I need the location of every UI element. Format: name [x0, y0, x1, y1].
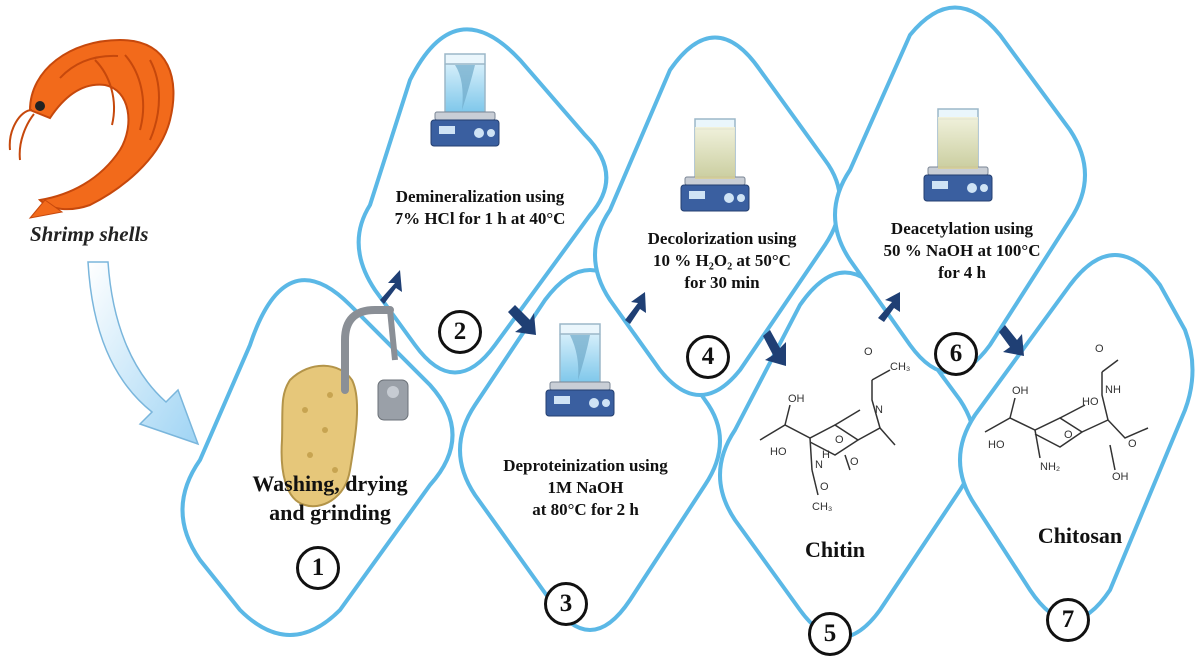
step-5-line-1: Chitin	[805, 537, 865, 562]
step-6-line-3: for 4 h	[938, 263, 986, 283]
flow-arrows	[380, 270, 1024, 366]
svg-text:OH: OH	[1112, 471, 1129, 483]
svg-text:HO: HO	[1082, 396, 1099, 408]
step-5-number: 5	[808, 612, 852, 656]
arrow-4-5	[763, 330, 786, 366]
svg-text:N: N	[815, 459, 823, 471]
svg-text:O: O	[1128, 438, 1137, 450]
svg-text:CH₃: CH₃	[890, 361, 910, 373]
svg-text:HO: HO	[988, 439, 1005, 451]
svg-text:OH: OH	[1012, 385, 1029, 397]
step-3-number: 3	[544, 582, 588, 626]
step-card-2	[356, 27, 609, 375]
svg-text:N: N	[875, 404, 883, 416]
svg-text:O: O	[820, 481, 829, 493]
step-3-line-3: at 80°C for 2 h	[532, 500, 639, 520]
step-2-label: Demineralization using 7% HCl for 1 h at…	[370, 186, 590, 230]
step-6-line-2: 50 % NaOH at 100°C	[883, 241, 1041, 261]
arrow-1-2	[380, 270, 402, 304]
shrimp-icon	[8, 38, 175, 219]
step-1-number: 1	[296, 546, 340, 590]
sponge-faucet-icon	[280, 306, 409, 508]
svg-text:O: O	[864, 346, 873, 358]
step-6-line-1: Deacetylation using	[890, 219, 1034, 238]
chitosan-structure-icon	[984, 359, 1149, 471]
step-2-number: 2	[438, 310, 482, 354]
arrow-5-6	[878, 292, 900, 322]
step-4-line-1: Decolorization using	[647, 229, 797, 248]
chitin-structure-icon	[759, 369, 896, 496]
step-1-label: Washing, drying and grinding	[240, 470, 420, 527]
arrow-3-4	[625, 292, 646, 324]
step-1-line-1: Washing, drying	[252, 471, 408, 496]
step-7-number: 7	[1046, 598, 1090, 642]
svg-text:O: O	[850, 456, 859, 468]
stirrer-icon-4	[680, 118, 750, 212]
step-3-label: Deproteinization using 1M NaOH at 80°C f…	[478, 455, 693, 521]
step-card-4	[593, 35, 842, 397]
step-4-label: Decolorization using 10 % H₂O₂ at 50°C f…	[622, 228, 822, 294]
stirrer-icon-3	[545, 323, 615, 417]
svg-text:NH: NH	[1105, 384, 1121, 396]
svg-text:O: O	[1064, 429, 1073, 441]
step-2-line-2: 7% HCl for 1 h at 40°C	[394, 209, 566, 229]
svg-text:H: H	[822, 449, 830, 461]
step-6-label: Deacetylation using 50 % NaOH at 100°C f…	[862, 218, 1062, 284]
step-6-number: 6	[934, 332, 978, 376]
svg-text:NH₂: NH₂	[1040, 461, 1060, 473]
step-3-line-2: 1M NaOH	[547, 478, 624, 498]
stirrer-icon-2	[430, 53, 500, 147]
step-2-line-1: Demineralization using	[395, 187, 565, 206]
step-1-line-2: and grinding	[269, 499, 391, 525]
svg-text:O: O	[1095, 343, 1104, 355]
step-4-number: 4	[686, 335, 730, 379]
step-4-line-3: for 30 min	[684, 273, 760, 293]
stirrer-icon-6	[923, 108, 993, 202]
source-label: Shrimp shells	[30, 222, 149, 246]
step-7-label: Chitosan	[1015, 522, 1145, 551]
step-7-line-1: Chitosan	[1037, 523, 1123, 548]
svg-text:HO: HO	[770, 446, 787, 458]
svg-text:OH: OH	[788, 393, 805, 405]
svg-text:CH₃: CH₃	[812, 501, 832, 513]
source-to-step-arrow	[87, 261, 200, 446]
arrow-2-3	[508, 305, 536, 335]
step-card-7	[958, 253, 1195, 622]
step-3-line-1: Deproteinization using	[503, 456, 668, 475]
svg-text:O: O	[835, 434, 844, 446]
step-5-label: Chitin	[780, 536, 890, 565]
arrow-6-7	[999, 325, 1024, 356]
step-4-line-2: 10 % H₂O₂ at 50°C	[653, 251, 791, 271]
